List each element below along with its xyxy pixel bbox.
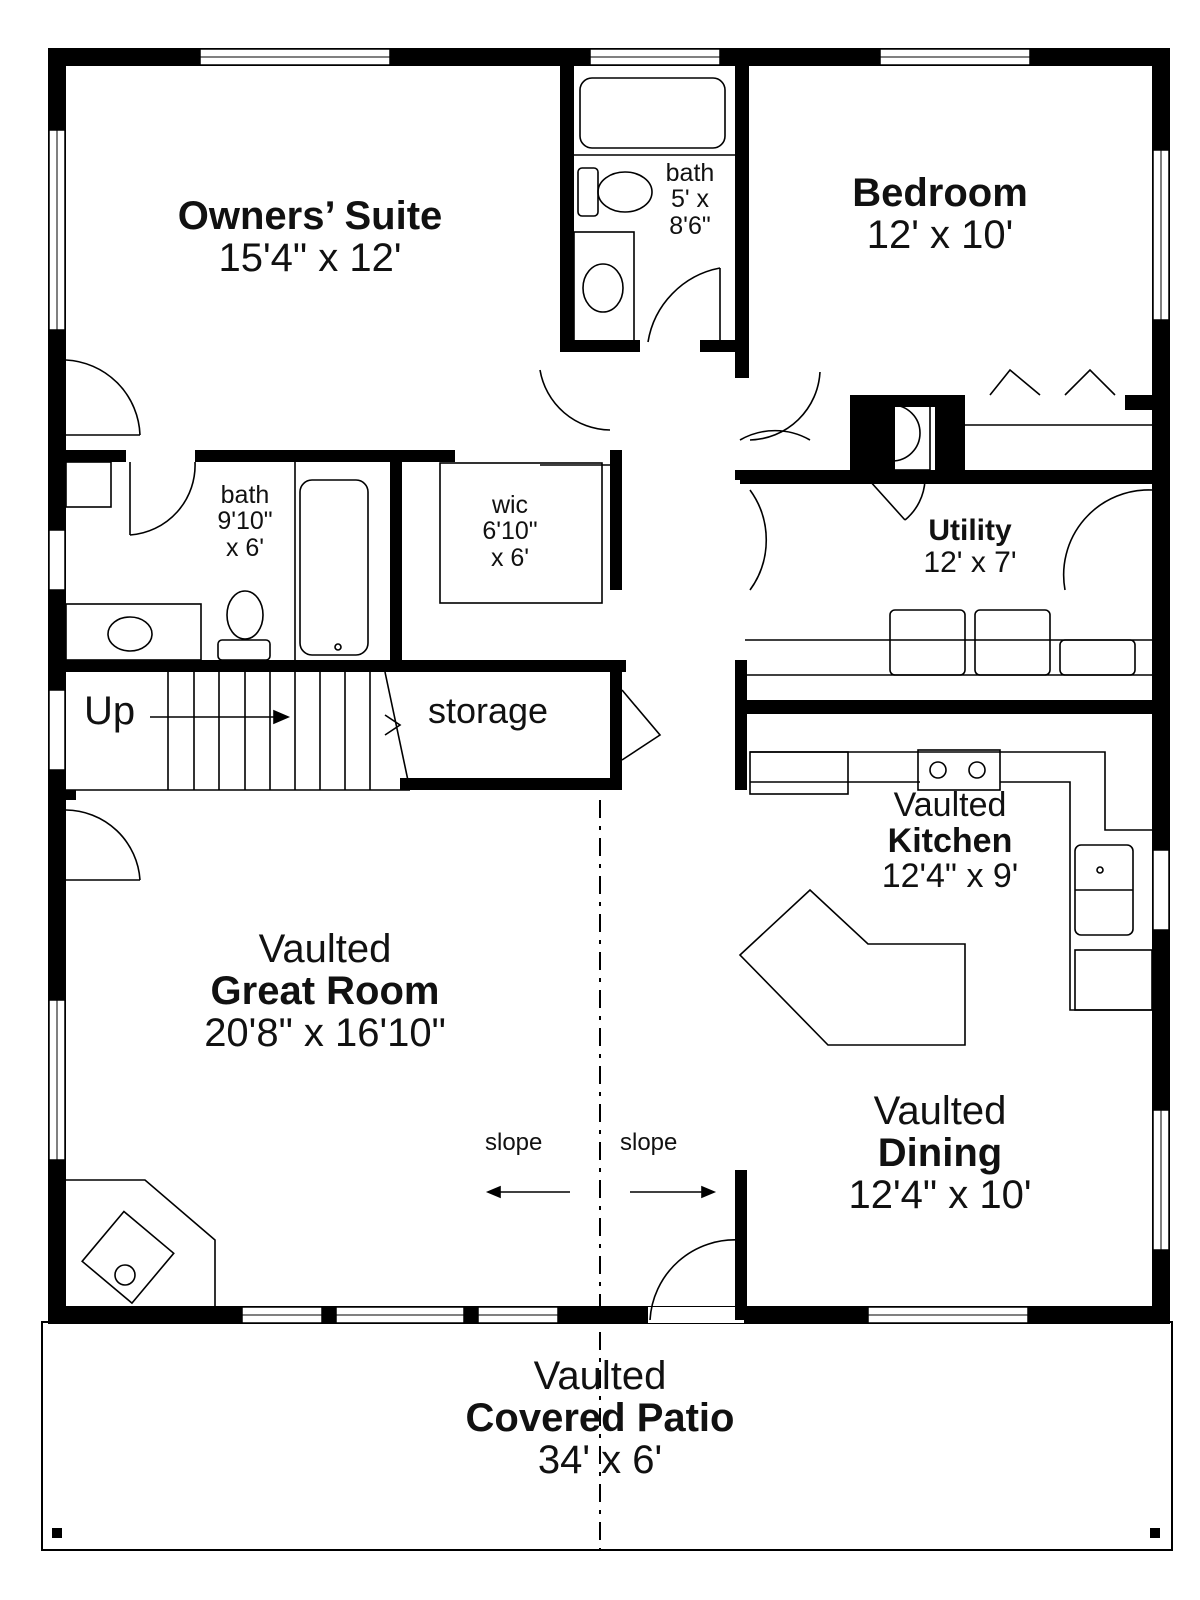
room-name: storage: [428, 690, 549, 731]
room-name: bath: [220, 481, 270, 509]
room-dims: 12' x 10': [866, 213, 1014, 257]
room-dims: x 6': [225, 533, 265, 562]
room-dims: 20'8" x 16'10": [204, 1011, 446, 1055]
dryer: [974, 609, 1051, 676]
sink-upper: [582, 263, 624, 313]
room-kitchen: Vaulted Kitchen 12'4" x 9': [860, 786, 1040, 896]
room-dims: 9'10": [217, 507, 273, 536]
room-dims: 12'4" x 9': [881, 857, 1019, 896]
stairs: [66, 671, 411, 791]
room-name: Kitchen: [887, 821, 1013, 860]
room-prefix: Vaulted: [873, 1089, 1007, 1133]
cooktop: [917, 749, 1001, 791]
room-wic: wic 6'10" x 6': [465, 492, 555, 571]
room-dims: 12'4" x 10': [848, 1173, 1032, 1217]
room-dims: x 6': [490, 543, 530, 572]
room-dims: 15'4" x 12': [218, 236, 402, 280]
room-dining: Vaulted Dining 12'4" x 10': [820, 1090, 1060, 1216]
slope-left-label: slope: [485, 1130, 542, 1155]
toilet-lower: [226, 590, 264, 640]
room-covered-patio: Vaulted Covered Patio 34' x 6': [400, 1355, 800, 1481]
room-storage: storage: [428, 692, 548, 730]
kitchen-island: [738, 888, 966, 1046]
stairs-label-text: Up: [84, 689, 136, 733]
room-bath-upper: bath 5' x 8'6": [650, 160, 730, 239]
room-bedroom: Bedroom 12' x 10': [820, 172, 1060, 256]
room-name: Utility: [928, 514, 1012, 547]
room-great-room: Vaulted Great Room 20'8" x 16'10": [170, 928, 480, 1054]
washer: [889, 609, 966, 676]
room-name: wic: [491, 491, 529, 519]
fireplace: [81, 1210, 175, 1305]
room-dims: 6'10": [482, 517, 538, 546]
room-prefix: Vaulted: [893, 786, 1007, 824]
room-name: Owners’ Suite: [177, 194, 443, 238]
sink-lower: [107, 616, 153, 652]
room-dims: 34' x 6': [537, 1438, 663, 1482]
slope-text: slope: [485, 1129, 543, 1156]
slope-text: slope: [620, 1129, 678, 1156]
toilet-upper: [577, 167, 599, 217]
bathtub-lower: [299, 479, 369, 656]
room-name: Great Room: [210, 969, 440, 1013]
slope-right-label: slope: [620, 1130, 677, 1155]
stairs-up-label: Up: [84, 690, 135, 732]
room-name: Bedroom: [852, 171, 1028, 215]
room-dims: 8'6": [669, 211, 711, 240]
room-name: bath: [665, 159, 715, 187]
room-dims: 5' x: [670, 185, 710, 214]
room-prefix: Vaulted: [258, 927, 392, 971]
room-bath-lower: bath 9'10" x 6': [200, 482, 290, 561]
windows: [48, 48, 1170, 1324]
room-utility: Utility 12' x 7': [900, 515, 1040, 578]
room-name: Covered Patio: [465, 1396, 735, 1440]
interior-walls: [66, 48, 1170, 1320]
bathtub-upper: [579, 77, 726, 149]
room-dims: 12' x 7': [923, 545, 1017, 579]
room-prefix: Vaulted: [533, 1354, 667, 1398]
utility-sink: [1059, 639, 1136, 676]
room-owners-suite: Owners’ Suite 15'4" x 12': [140, 195, 480, 279]
room-name: Dining: [877, 1131, 1003, 1175]
